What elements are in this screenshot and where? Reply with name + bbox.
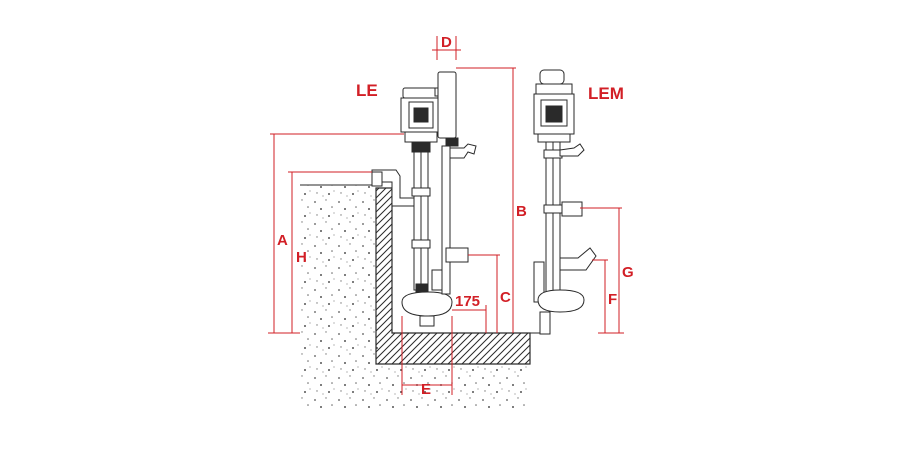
label-lem: LEM <box>588 84 624 103</box>
label-e: E <box>421 381 431 398</box>
label-c: C <box>500 289 511 306</box>
label-le: LE <box>356 81 378 100</box>
soil-left-upper <box>300 185 376 335</box>
label-f: F <box>608 291 617 308</box>
label-h: H <box>296 249 307 266</box>
dimension-lines <box>268 36 624 395</box>
label-a: A <box>277 232 288 249</box>
lem-pump <box>533 69 597 335</box>
soil-bottom <box>300 335 530 410</box>
label-d: D <box>441 34 452 51</box>
label-175: 175 <box>455 293 480 310</box>
label-g: G <box>622 264 634 281</box>
le-pump <box>371 71 477 327</box>
label-b: B <box>516 203 527 220</box>
